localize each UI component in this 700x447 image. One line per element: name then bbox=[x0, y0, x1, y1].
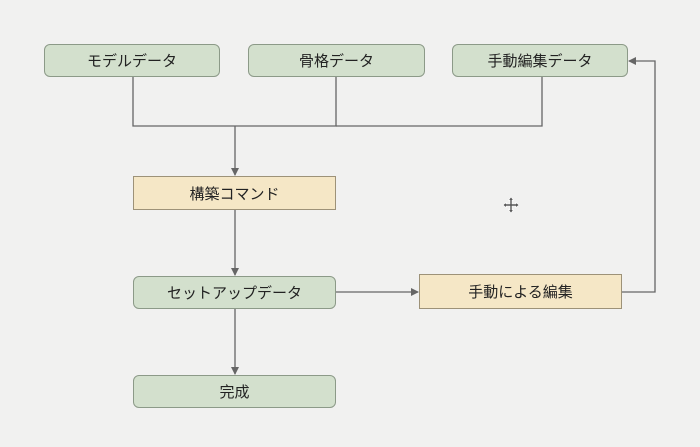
node-setup-data-label: セットアップデータ bbox=[166, 284, 302, 302]
move-cursor-icon bbox=[502, 196, 520, 214]
node-complete[interactable]: 完成 bbox=[133, 375, 336, 408]
node-manual-editing-label: 手動による編集 bbox=[468, 283, 573, 301]
node-setup-data[interactable]: セットアップデータ bbox=[133, 276, 336, 309]
node-build-command[interactable]: 構築コマンド bbox=[133, 176, 336, 210]
edge-manual-editing-to-manual-data bbox=[622, 57, 656, 293]
node-skeleton-data[interactable]: 骨格データ bbox=[248, 44, 425, 77]
node-complete-label: 完成 bbox=[219, 383, 250, 401]
node-manual-edit-data[interactable]: 手動編集データ bbox=[452, 44, 628, 77]
node-build-command-label: 構築コマンド bbox=[189, 184, 280, 203]
node-manual-editing[interactable]: 手動による編集 bbox=[419, 274, 622, 309]
edge-model-to-merge bbox=[132, 77, 235, 127]
edge-skeleton-to-merge bbox=[235, 77, 337, 127]
node-model-data[interactable]: モデルデータ bbox=[44, 44, 220, 77]
edge-manual-data-to-merge bbox=[336, 77, 543, 127]
node-manual-edit-data-label: 手動編集データ bbox=[487, 52, 593, 70]
node-model-data-label: モデルデータ bbox=[86, 52, 177, 70]
node-skeleton-data-label: 骨格データ bbox=[298, 52, 374, 70]
